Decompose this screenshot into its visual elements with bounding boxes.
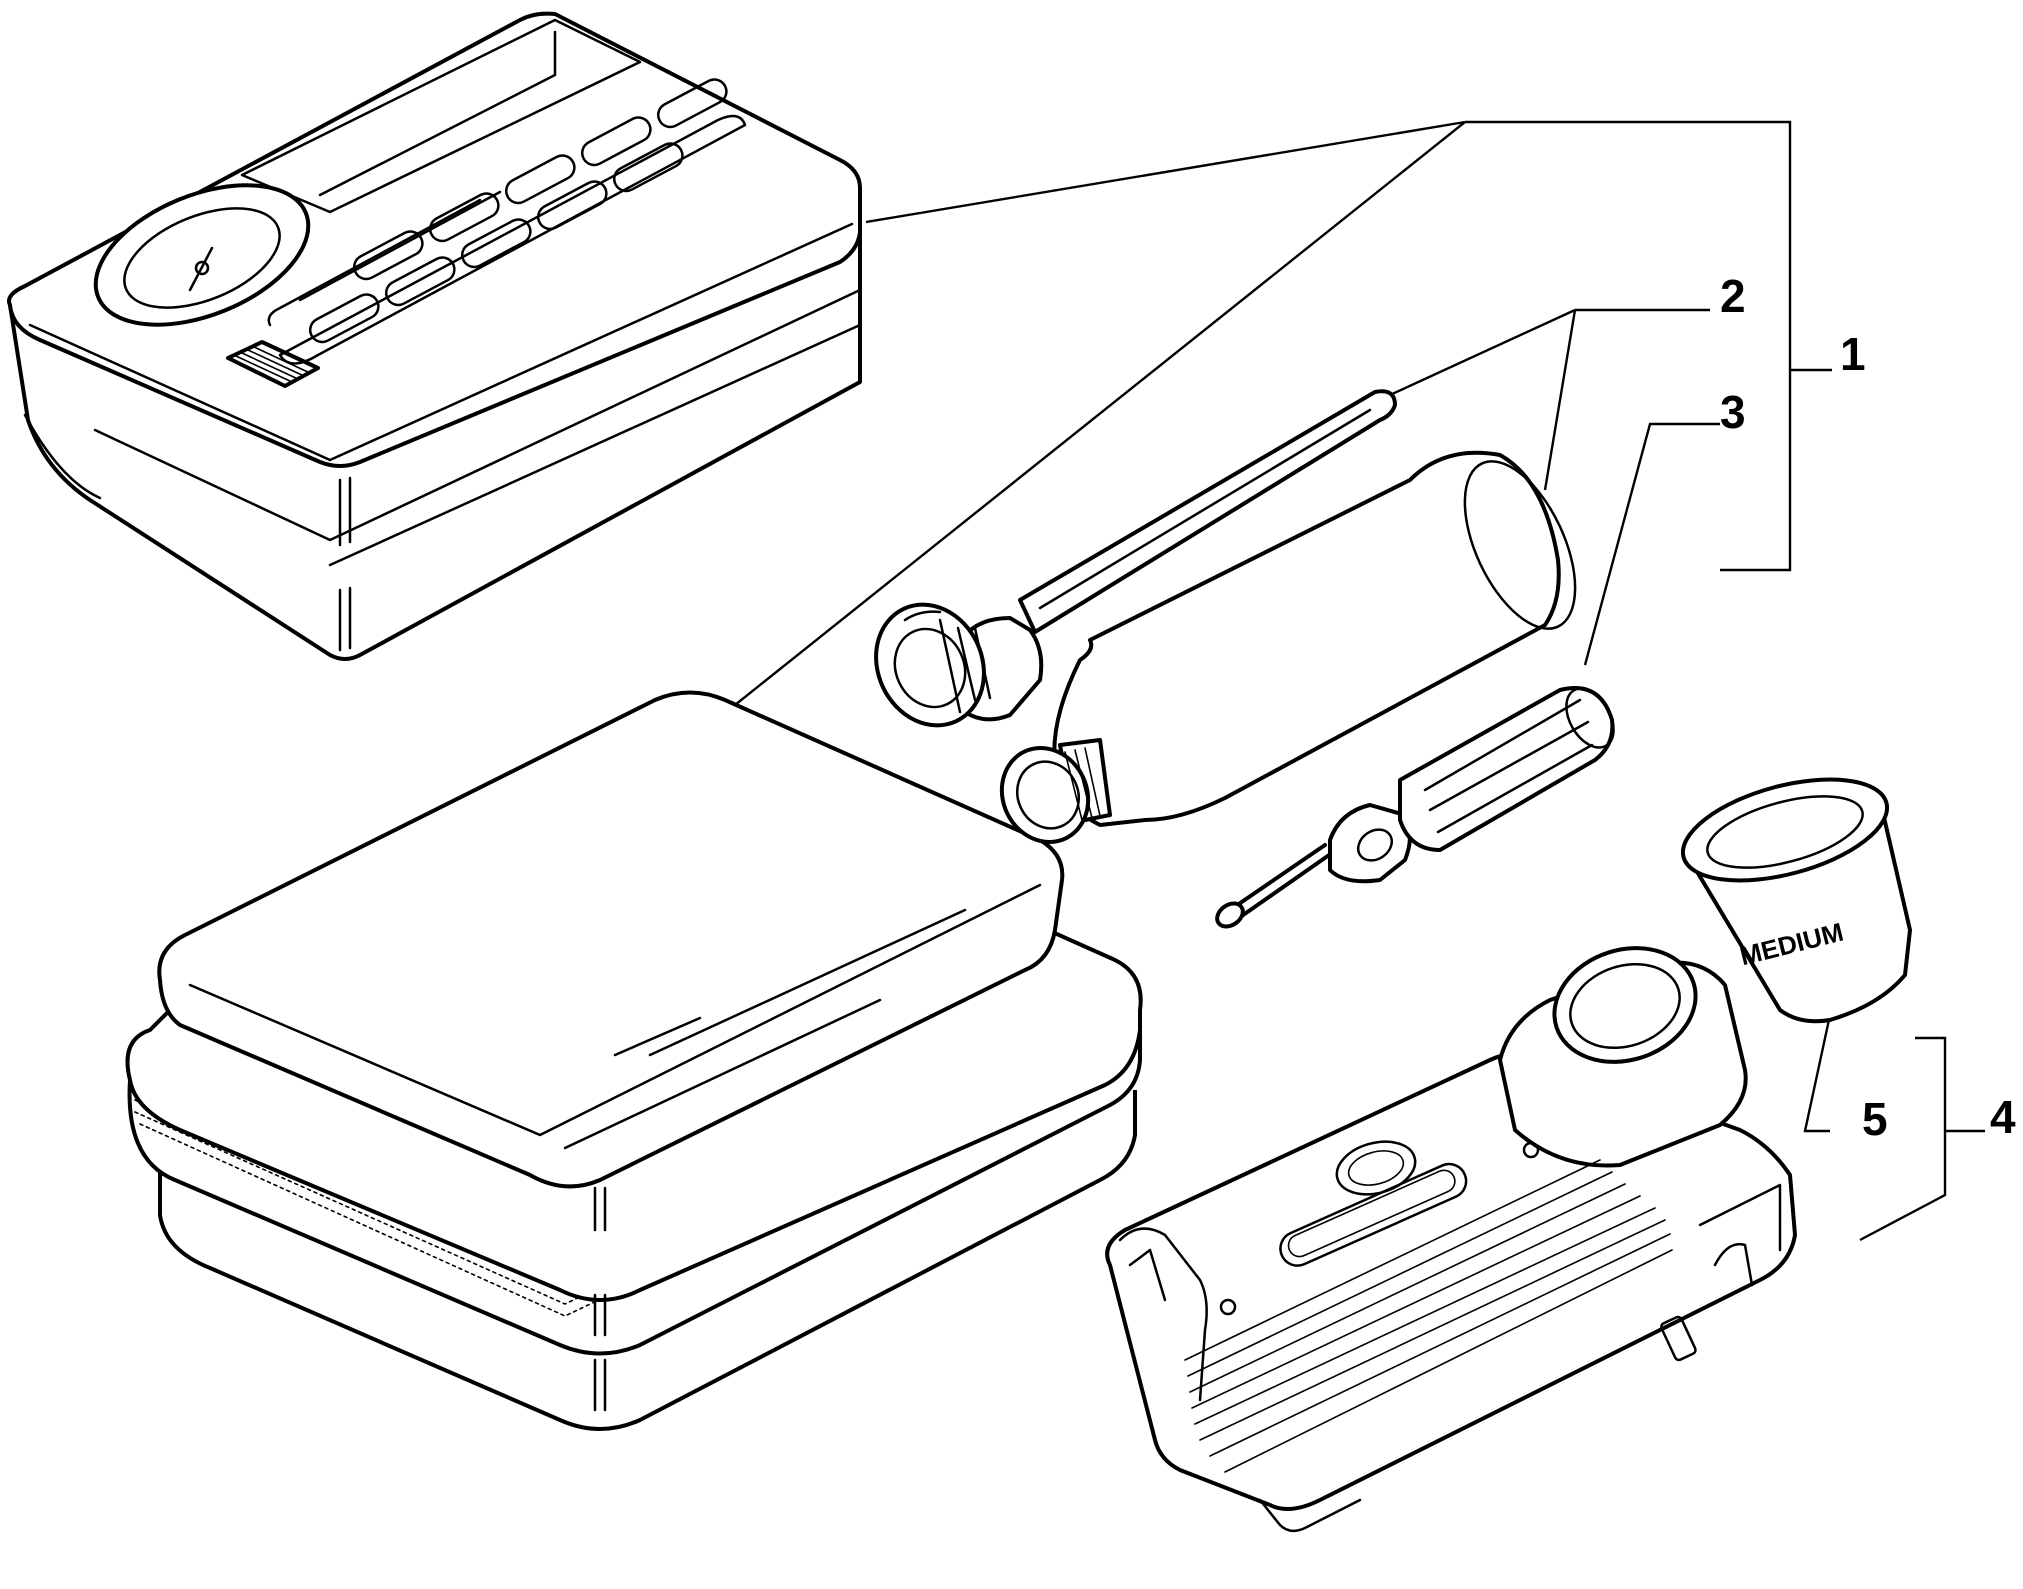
callout-1: 1 (1840, 328, 1866, 380)
leader-lines (734, 120, 1985, 1242)
leader-1-case (734, 121, 1466, 706)
bracket-1 (1465, 120, 1792, 572)
case-lid (7, 11, 862, 661)
callout-2: 2 (1720, 270, 1746, 322)
callout-4: 4 (1990, 1091, 2016, 1143)
leader-1-lid (865, 120, 1466, 224)
valve-cartridge: MEDIUM (1680, 777, 1912, 1024)
callout-3: 3 (1720, 386, 1746, 438)
carry-case (125, 690, 1143, 1431)
valve-core-tool (1215, 686, 1615, 929)
filler-hose (874, 389, 1397, 728)
leader-2-hose (1389, 308, 1576, 397)
vent-slots (267, 78, 747, 365)
compressor (1105, 946, 1797, 1533)
knurled-knob-icon (226, 340, 320, 388)
leader-5 (1803, 1014, 1832, 1133)
callout-5: 5 (1862, 1093, 1888, 1145)
callout-numbers: 2 1 3 5 4 (1720, 270, 2016, 1145)
leader-2-bottle (1543, 309, 1577, 491)
sealant-bottle (999, 450, 1577, 844)
bracket-4 (1859, 1036, 1947, 1242)
cooling-ribs (1184, 1159, 1673, 1473)
leader-3 (1583, 422, 1720, 666)
pressure-gauge-icon (93, 183, 311, 327)
